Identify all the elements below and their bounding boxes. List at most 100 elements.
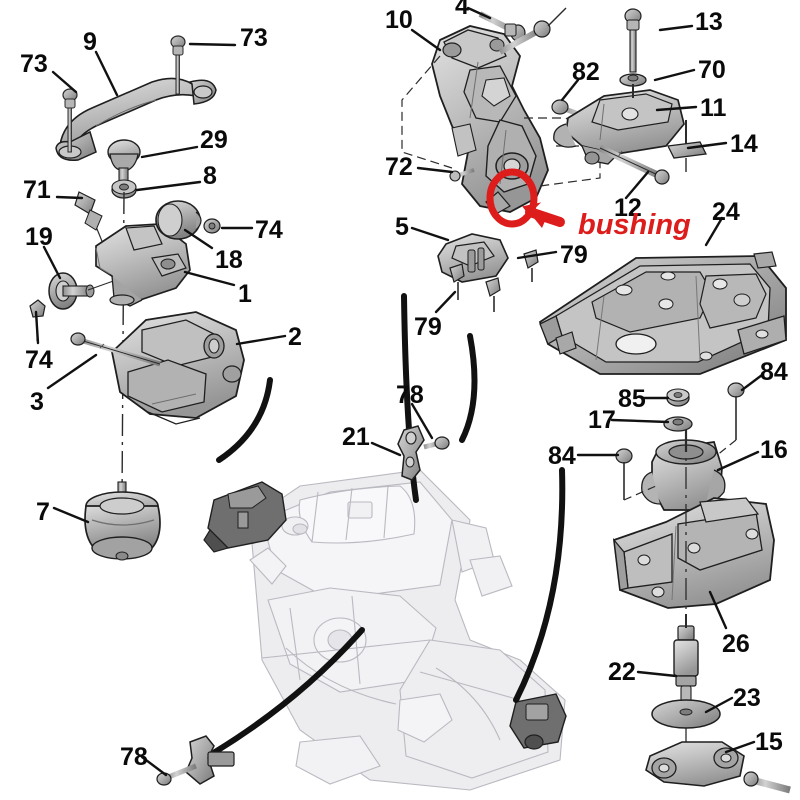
part-22-spacer-sleeve[interactable] xyxy=(673,614,699,703)
callout-label-29-c29[interactable]: 29 xyxy=(200,126,228,154)
callout-label-84-c84b[interactable]: 84 xyxy=(548,442,576,470)
leader-line-c70 xyxy=(653,68,696,82)
leader-line-c3 xyxy=(46,353,98,390)
callout-label-85-c85[interactable]: 85 xyxy=(618,385,646,413)
part-19-rubber-buffer[interactable] xyxy=(48,267,151,310)
part-1-engine-mount-bracket[interactable] xyxy=(95,223,191,307)
leader-line-c24 xyxy=(704,216,724,247)
callout-label-74-c74b[interactable]: 74 xyxy=(25,346,53,374)
part-2-engine-mount-support[interactable] xyxy=(111,311,245,425)
callout-label-19-c19[interactable]: 19 xyxy=(25,223,53,251)
leader-line-c73b xyxy=(188,42,237,47)
part-5-lower-bracket[interactable] xyxy=(437,233,509,283)
part-78-bracket-bottom-left[interactable] xyxy=(156,735,235,786)
part-24-under-tray[interactable] xyxy=(538,251,787,375)
callout-label-2-c2[interactable]: 2 xyxy=(288,323,302,351)
part-17-washer[interactable] xyxy=(663,416,693,432)
leader-line-c11 xyxy=(655,105,698,112)
leader-line-c17 xyxy=(610,418,670,424)
leader-line-c4 xyxy=(466,6,492,20)
callout-label-7-c7[interactable]: 7 xyxy=(36,498,50,526)
part-73-bolt-left[interactable] xyxy=(62,88,78,153)
callout-label-12-c12[interactable]: 12 xyxy=(614,194,642,222)
part-18-rubber-buffer[interactable] xyxy=(155,200,202,240)
callout-label-79-c79b[interactable]: 79 xyxy=(414,313,442,341)
callout-label-17-c17[interactable]: 17 xyxy=(588,406,616,434)
guide-curve-right xyxy=(513,467,566,703)
part-85-nut[interactable] xyxy=(666,388,690,407)
leader-line-c72 xyxy=(416,166,454,174)
leader-line-c73a xyxy=(51,70,78,94)
part-7-hydraulic-engine-mount[interactable] xyxy=(84,481,161,561)
leader-line-c15 xyxy=(724,740,756,754)
part-bolt-top-centre[interactable] xyxy=(498,7,567,55)
part-79-bolt-b[interactable] xyxy=(485,277,501,312)
part-11-gearbox-mount-bracket[interactable] xyxy=(553,89,685,165)
part-73-bolt-right[interactable] xyxy=(170,35,186,95)
callout-label-21-c21[interactable]: 21 xyxy=(342,423,370,451)
part-13-bolt[interactable] xyxy=(624,8,642,73)
callout-label-1-c1[interactable]: 1 xyxy=(238,280,252,308)
callout-label-3-c3[interactable]: 3 xyxy=(30,388,44,416)
callout-label-70-c70[interactable]: 70 xyxy=(698,56,726,84)
callout-label-8-c8[interactable]: 8 xyxy=(203,162,217,190)
part-78-bolt-centre[interactable] xyxy=(423,436,450,450)
callout-label-15-c15[interactable]: 15 xyxy=(755,728,783,756)
callout-label-84-c84a[interactable]: 84 xyxy=(760,358,788,386)
callout-label-10-c10[interactable]: 10 xyxy=(385,6,413,34)
callout-label-4-c4[interactable]: 4 xyxy=(455,0,469,20)
callout-label-18-c18[interactable]: 18 xyxy=(215,246,243,274)
callout-label-72-c72[interactable]: 72 xyxy=(385,153,413,181)
leader-line-c21 xyxy=(370,441,402,457)
part-72-pin[interactable] xyxy=(449,168,475,182)
part-14-stud[interactable] xyxy=(667,120,707,172)
callout-label-16-c16[interactable]: 16 xyxy=(760,436,788,464)
part-29-stud-bolt[interactable] xyxy=(107,139,141,185)
leader-line-c13 xyxy=(658,24,694,32)
assembly-guide-curves xyxy=(212,293,566,755)
callout-label-24-c24[interactable]: 24 xyxy=(712,198,740,226)
callout-label-78-c78a[interactable]: 78 xyxy=(120,743,148,771)
leader-line-c18 xyxy=(183,228,214,250)
guide-curve-bottom-left xyxy=(212,627,365,755)
part-21-bracket-clip[interactable] xyxy=(397,425,425,481)
callout-label-79-c79a[interactable]: 79 xyxy=(560,241,588,269)
callout-label-74-c74a[interactable]: 74 xyxy=(255,216,283,244)
callout-label-73-c73b[interactable]: 73 xyxy=(240,24,268,52)
callout-label-71-c71[interactable]: 71 xyxy=(23,176,51,204)
part-70-washer[interactable] xyxy=(619,73,647,98)
callout-label-5-c5[interactable]: 5 xyxy=(395,213,409,241)
callout-label-9-c9[interactable]: 9 xyxy=(83,28,97,56)
part-12-bolt[interactable] xyxy=(598,144,670,185)
part-79-bolt-a[interactable] xyxy=(449,263,465,300)
annotation-arrow xyxy=(522,202,565,228)
part-23-washer-plate[interactable] xyxy=(651,699,721,729)
callout-label-78-c78b[interactable]: 78 xyxy=(396,381,424,409)
callout-label-73-c73a[interactable]: 73 xyxy=(20,50,48,78)
callout-label-82-c82[interactable]: 82 xyxy=(572,58,600,86)
callout-label-14-c14[interactable]: 14 xyxy=(730,130,758,158)
leader-line-c16 xyxy=(716,450,760,472)
leader-line-c12 xyxy=(624,170,650,200)
callout-label-13-c13[interactable]: 13 xyxy=(695,8,723,36)
leader-line-c5 xyxy=(410,226,450,242)
callout-label-22-c22[interactable]: 22 xyxy=(608,658,636,686)
leader-line-c19 xyxy=(42,245,62,280)
part-26-gearbox-support-bracket[interactable] xyxy=(613,497,775,609)
part-74-nut-right[interactable] xyxy=(203,218,221,234)
leader-line-c29 xyxy=(140,145,199,159)
part-15-torque-link[interactable] xyxy=(645,741,791,794)
bushing-annotation-marker xyxy=(486,168,565,228)
part-3-long-bolt[interactable] xyxy=(70,332,161,367)
callout-label-23-c23[interactable]: 23 xyxy=(733,684,761,712)
leader-line-c79a xyxy=(516,250,558,260)
part-84-bolt-left[interactable] xyxy=(615,448,633,500)
part-9-mount-strap[interactable] xyxy=(55,77,217,161)
leader-line-c10 xyxy=(410,28,442,52)
callout-label-11-c11[interactable]: 11 xyxy=(700,94,727,122)
part-84-bolt-right[interactable] xyxy=(727,382,745,440)
leader-line-c9 xyxy=(94,50,119,97)
guide-curve-21 xyxy=(459,333,478,443)
callout-label-26-c26[interactable]: 26 xyxy=(722,630,750,658)
